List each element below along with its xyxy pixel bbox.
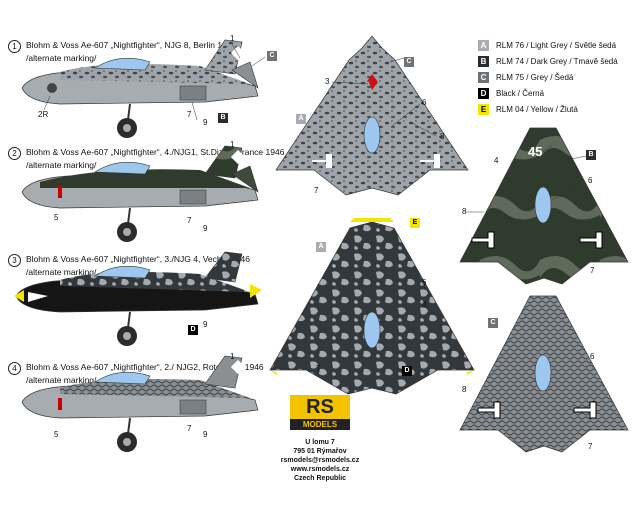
profile-2-title: Blohm & Voss Ae-607 „Nightfighter“, 4./N… bbox=[26, 147, 285, 157]
address-email: rsmodels@rsmodels.cz bbox=[280, 457, 360, 464]
legend-item-b: B RLM 74 / Dark Grey / Tmavě šedá bbox=[478, 56, 618, 67]
callout-p2-decal-5: 5 bbox=[54, 213, 59, 222]
legend-swatch-e: E bbox=[478, 104, 489, 115]
profile-4-note: /alternate marking/ bbox=[26, 375, 97, 385]
logo-models: MODELS bbox=[290, 419, 350, 430]
planform-2-top bbox=[269, 218, 475, 395]
legend-label-d: Black / Černá bbox=[496, 89, 545, 98]
rs-models-logo: RS MODELS bbox=[290, 395, 350, 431]
callout-t2-decal-8: 8 bbox=[462, 207, 467, 216]
profile-1-side-view bbox=[21, 39, 259, 138]
address-website: www.rsmodels.cz bbox=[290, 466, 350, 473]
callout-p2-decal-9: 9 bbox=[203, 224, 208, 233]
callout-t2-decal-6: 6 bbox=[588, 176, 593, 185]
legend-item-a: A RLM 76 / Light Grey / Světle šedá bbox=[478, 40, 618, 51]
company-address: U lomu 7 795 01 Rýmařov rsmodels@rsmodel… bbox=[270, 438, 370, 483]
callout-t1-decal-7: 7 bbox=[314, 186, 319, 195]
tag-t2-b: B bbox=[586, 150, 596, 160]
callout-b1-decal-8: 8 bbox=[422, 300, 427, 309]
profile-3-note: /alternate marking/ bbox=[26, 267, 97, 277]
tag-b1-e: E bbox=[410, 218, 420, 228]
callout-p1-decal-1: 1 bbox=[230, 34, 235, 43]
callout-b2-decal-8: 8 bbox=[462, 385, 467, 394]
callout-p4-decal-9: 9 bbox=[203, 430, 208, 439]
callout-b1-decal-6: 6 bbox=[422, 278, 427, 287]
legend-swatch-d: D bbox=[478, 88, 489, 99]
callout-b2-decal-6: 6 bbox=[590, 352, 595, 361]
callout-t2-decal-7: 7 bbox=[590, 266, 595, 275]
legend-item-c: C RLM 75 / Grey / Šedá bbox=[478, 72, 618, 83]
callout-p3-decal-9: 9 bbox=[203, 320, 208, 329]
legend-swatch-b: B bbox=[478, 56, 489, 67]
logo-rs: RS bbox=[290, 395, 350, 419]
tag-p1-c: C bbox=[267, 51, 277, 61]
address-street: U lomu 7 bbox=[305, 439, 335, 446]
profile-1-title: Blohm & Voss Ae-607 „Nightfighter“, NJG … bbox=[26, 40, 237, 50]
legend-label-e: RLM 04 / Yellow / Žlutá bbox=[496, 105, 578, 114]
tag-t1-a: A bbox=[296, 114, 306, 124]
callout-p2-decal-7: 7 bbox=[187, 216, 192, 225]
legend-label-c: RLM 75 / Grey / Šedá bbox=[496, 73, 574, 82]
tag-p1-b: B bbox=[218, 113, 228, 123]
legend-label-b: RLM 74 / Dark Grey / Tmavě šedá bbox=[496, 57, 618, 66]
callout-p1-decal-7: 7 bbox=[187, 110, 192, 119]
code-number-45: 45 bbox=[528, 144, 543, 159]
profile-2-note: /alternate marking/ bbox=[26, 160, 97, 170]
profile-4-title: Blohm & Voss Ae-607 „Nightfighter“, 2./ … bbox=[26, 362, 264, 372]
address-city: 795 01 Rýmařov bbox=[293, 448, 347, 455]
color-legend: A RLM 76 / Light Grey / Světle šedá B RLM … bbox=[478, 40, 618, 120]
callout-b1-decal-7: 7 bbox=[316, 364, 321, 373]
legend-item-e: E RLM 04 / Yellow / Žlutá bbox=[478, 104, 618, 115]
callout-p4-decal-5: 5 bbox=[54, 430, 59, 439]
profile-4-side-view bbox=[21, 355, 259, 452]
tag-b2-c: C bbox=[488, 318, 498, 328]
tag-b1-d: D bbox=[402, 366, 412, 376]
legend-label-a: RLM 76 / Light Grey / Světle šedá bbox=[496, 41, 617, 50]
callout-p1-decal-2r: 2R bbox=[38, 110, 49, 119]
planform-1-top bbox=[275, 35, 469, 196]
tag-b1-a: A bbox=[316, 242, 326, 252]
callout-t1-decal-6: 6 bbox=[422, 98, 427, 107]
callout-t2-decal-4: 4 bbox=[494, 156, 499, 165]
address-country: Czech Republic bbox=[293, 475, 347, 482]
callout-p4-decal-1: 1 bbox=[230, 352, 235, 361]
profile-2-side-view bbox=[21, 145, 259, 242]
callout-t1-decal-3: 3 bbox=[325, 77, 330, 86]
planform-4-top bbox=[459, 295, 629, 453]
profile-1-note: /alternate marking/ bbox=[26, 53, 97, 63]
callout-p4-decal-7: 7 bbox=[187, 424, 192, 433]
callout-b2-decal-7: 7 bbox=[588, 442, 593, 451]
profile-3-side-view bbox=[14, 251, 262, 346]
planform-3-top bbox=[459, 127, 629, 285]
legend-swatch-a: A bbox=[478, 40, 489, 51]
callout-t1-decal-8: 8 bbox=[440, 132, 445, 141]
legend-swatch-c: C bbox=[478, 72, 489, 83]
legend-item-d: D Black / Černá bbox=[478, 88, 618, 99]
callout-p2-decal-1: 1 bbox=[230, 140, 235, 149]
profile-3-title: Blohm & Voss Ae-607 „Nightfighter“, 3./N… bbox=[26, 254, 250, 264]
tag-t1-c: C bbox=[404, 57, 414, 67]
tag-p3-d: D bbox=[188, 325, 198, 335]
callout-p1-decal-9: 9 bbox=[203, 118, 208, 127]
